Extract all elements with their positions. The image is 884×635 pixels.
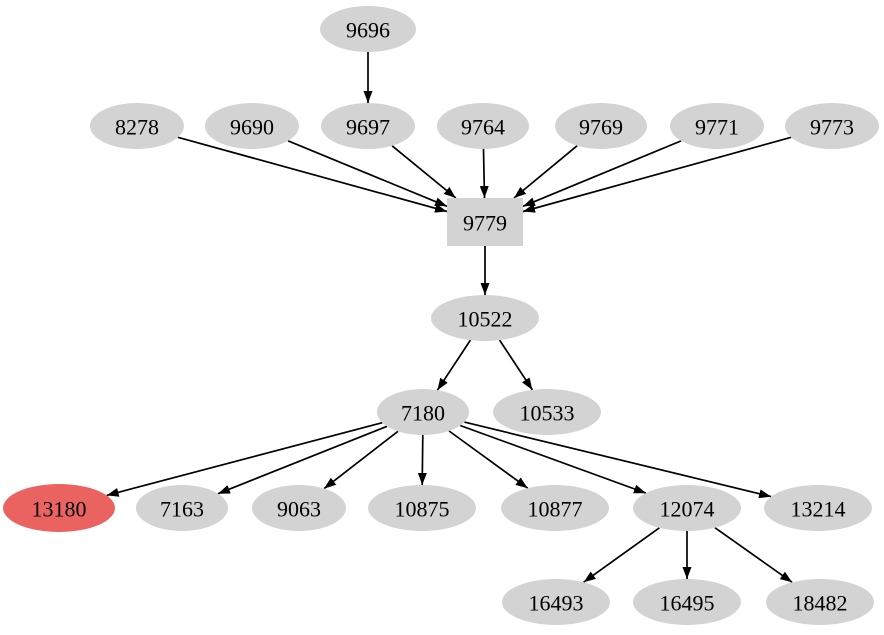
node-13180: 13180	[3, 484, 115, 532]
node-9690: 9690	[205, 103, 299, 149]
edge-9773-9779	[522, 136, 792, 213]
node-16495: 16495	[633, 579, 741, 625]
edge-8278-9779	[177, 136, 448, 213]
node-9773: 9773	[785, 103, 879, 149]
edges-layer	[106, 52, 793, 583]
node-9771: 9771	[670, 103, 764, 149]
node-10533: 10533	[493, 389, 601, 435]
node-label-9063: 9063	[277, 497, 321, 522]
node-9764: 9764	[437, 103, 529, 149]
node-12074: 12074	[633, 485, 741, 531]
node-7163: 7163	[136, 485, 228, 531]
node-13214: 13214	[764, 485, 872, 531]
box-shape-9779	[447, 198, 523, 246]
edge-7180-10875	[417, 434, 427, 486]
node-10522: 10522	[431, 295, 539, 341]
ellipse-shape-9771	[670, 103, 764, 149]
node-label-7180: 7180	[401, 401, 445, 426]
edge-9769-9779	[513, 145, 578, 199]
edge-9690-9779	[287, 140, 448, 208]
ellipse-shape-16493	[502, 579, 610, 625]
ellipse-shape-16495	[633, 579, 741, 625]
ellipse-shape-7163	[136, 485, 228, 531]
edge-7180-7163	[217, 425, 388, 495]
node-label-16495: 16495	[660, 591, 715, 616]
edge-10522-10533	[498, 339, 534, 391]
edge-12074-16493	[583, 527, 660, 583]
node-label-9779: 9779	[463, 211, 507, 236]
node-label-9764: 9764	[461, 115, 505, 140]
edge-9771-9779	[522, 140, 682, 208]
ellipse-shape-9769	[555, 103, 647, 149]
node-label-12074: 12074	[660, 497, 715, 522]
node-label-9690: 9690	[230, 115, 274, 140]
node-9696: 9696	[320, 6, 416, 52]
node-9063: 9063	[252, 485, 346, 531]
ellipse-shape-9773	[785, 103, 879, 149]
node-label-10533: 10533	[520, 401, 575, 426]
node-label-9773: 9773	[810, 115, 854, 140]
node-label-9697: 9697	[346, 115, 390, 140]
ellipse-shape-10875	[368, 485, 476, 531]
ellipse-shape-10533	[493, 389, 601, 435]
nodes-layer: 9696 8278 9690 9697 9764 9769 9771 9773 9779 1052…	[3, 6, 879, 625]
node-label-9696: 9696	[346, 18, 390, 43]
node-18482: 18482	[766, 579, 874, 625]
ellipse-shape-12074	[633, 485, 741, 531]
edge-7180-13214	[464, 421, 772, 499]
edge-7180-9063	[323, 430, 399, 490]
ellipse-shape-18482	[766, 579, 874, 625]
edge-12074-18482	[714, 527, 793, 583]
node-label-10522: 10522	[458, 307, 513, 332]
ellipse-shape-8278	[90, 103, 184, 149]
node-label-13180: 13180	[32, 497, 87, 522]
edge-9697-9779	[391, 145, 457, 199]
ellipse-shape-9764	[437, 103, 529, 149]
node-9779: 9779	[447, 198, 523, 246]
node-9697: 9697	[321, 103, 415, 149]
edge-9764-9779	[479, 148, 489, 199]
edge-7180-10877	[448, 430, 529, 489]
ellipse-shape-10877	[501, 485, 609, 531]
node-7180: 7180	[377, 389, 469, 435]
node-label-8278: 8278	[115, 115, 159, 140]
edge-7180-12074	[459, 424, 647, 494]
node-8278: 8278	[90, 103, 184, 149]
node-10875: 10875	[368, 485, 476, 531]
ellipse-shape-9697	[321, 103, 415, 149]
node-16493: 16493	[502, 579, 610, 625]
ellipse-shape-9696	[320, 6, 416, 52]
edge-10522-7180	[436, 339, 472, 391]
ellipse-shape-7180	[377, 389, 469, 435]
ellipse-shape-10522	[431, 295, 539, 341]
edge-7180-13180	[106, 421, 383, 497]
node-label-7163: 7163	[160, 497, 204, 522]
node-label-9769: 9769	[579, 115, 623, 140]
node-label-10877: 10877	[528, 497, 583, 522]
node-label-16493: 16493	[529, 591, 584, 616]
ellipse-shape-9690	[205, 103, 299, 149]
node-9769: 9769	[555, 103, 647, 149]
ellipse-shape-13214	[764, 485, 872, 531]
node-label-13214: 13214	[791, 497, 846, 522]
node-label-10875: 10875	[395, 497, 450, 522]
node-label-18482: 18482	[793, 591, 848, 616]
node-label-9771: 9771	[695, 115, 739, 140]
ellipse-shape-13180	[3, 484, 115, 532]
node-10877: 10877	[501, 485, 609, 531]
ellipse-shape-9063	[252, 485, 346, 531]
